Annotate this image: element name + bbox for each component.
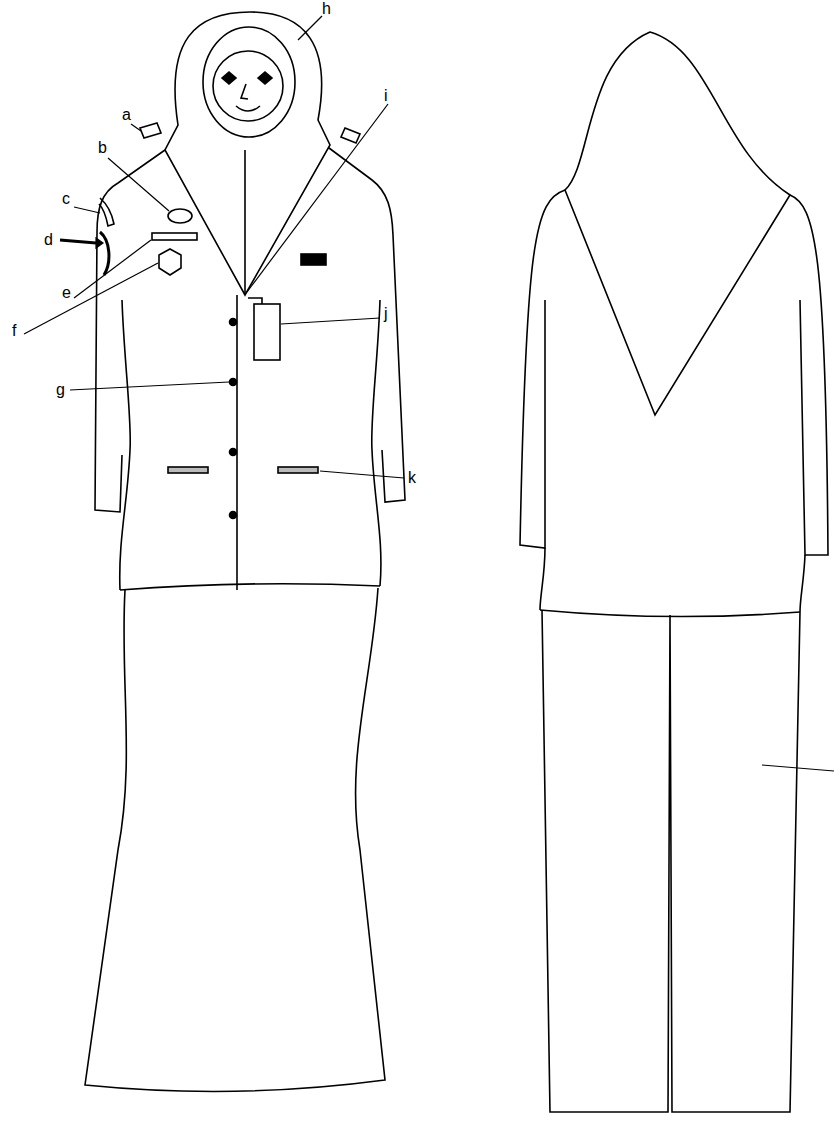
epaulette	[140, 123, 161, 138]
badge-bar	[152, 233, 197, 240]
jacket-left-side	[120, 300, 131, 590]
jacket-right	[325, 145, 405, 502]
callout-letter: f	[10, 322, 18, 340]
callout-letter: b	[96, 139, 109, 157]
callout-letter: i	[382, 87, 390, 105]
back-jacket-left	[520, 190, 565, 548]
smile	[236, 106, 260, 111]
callout-letter: a	[120, 106, 133, 124]
face	[213, 51, 283, 121]
id-card	[254, 304, 280, 360]
leader-lines	[24, 16, 404, 478]
leader-line	[762, 765, 834, 771]
eye	[222, 72, 236, 84]
callout-letter: h	[320, 0, 333, 18]
back-view	[520, 32, 834, 1112]
card-clip	[248, 298, 262, 304]
skirt	[85, 588, 385, 1091]
epaulette	[341, 128, 360, 143]
face-frame	[203, 27, 295, 137]
back-jacket-right-side	[800, 555, 805, 612]
center-front	[236, 295, 238, 590]
hijab-fold	[244, 150, 246, 295]
button	[230, 512, 237, 519]
trousers	[542, 610, 800, 1112]
callout-letter: c	[60, 190, 72, 208]
back-hijab	[565, 32, 790, 415]
name-tag	[301, 254, 326, 265]
button	[230, 379, 237, 386]
pocket-flap	[278, 467, 318, 473]
jacket-right-side	[372, 300, 381, 586]
sleeve-patch	[99, 198, 114, 226]
callout-letter: j	[382, 305, 390, 323]
callout-letter: k	[406, 469, 418, 487]
hijab	[165, 12, 330, 295]
shoulder-badge	[100, 232, 109, 275]
callout-letter: g	[54, 381, 67, 399]
back-jacket-left-side	[540, 548, 545, 610]
callout-letter: d	[42, 231, 55, 249]
nose	[241, 84, 248, 99]
button	[230, 449, 237, 456]
badge-hexagon	[159, 249, 181, 275]
badge-oval	[168, 209, 192, 223]
callout-letter: e	[60, 284, 73, 302]
pocket-flap	[168, 467, 208, 473]
jacket-hem	[120, 584, 380, 590]
eye	[258, 72, 272, 84]
back-jacket-right	[790, 195, 828, 555]
back-hem	[540, 610, 800, 617]
front-view	[24, 12, 405, 1091]
button	[230, 319, 237, 326]
